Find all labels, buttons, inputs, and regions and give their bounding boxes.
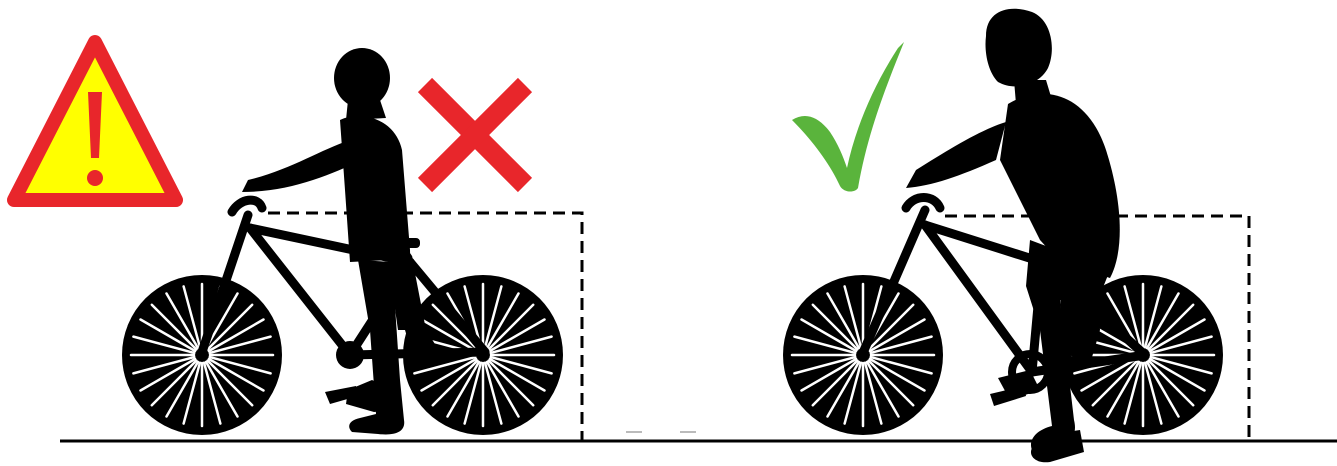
wheel-spoke [843, 361, 863, 425]
bike-left [122, 195, 563, 435]
wheel-spoke [1123, 361, 1143, 425]
wheel-spoke [826, 360, 861, 418]
wheel-spoke [207, 357, 265, 392]
wheel-spoke [1080, 357, 1138, 392]
height-guide-right [945, 214, 1251, 441]
wheel-spoke [1147, 303, 1195, 351]
wheel-spoke [165, 292, 200, 350]
wheel-spoke [800, 357, 858, 392]
wheel-spoke [487, 359, 535, 407]
wheel-spoke [208, 355, 272, 375]
child-riding-silhouette [906, 8, 1120, 463]
wheel-spoke [431, 359, 479, 407]
wheel-spoke [868, 318, 926, 353]
wheel-spoke [446, 360, 481, 418]
wheel-spoke [869, 355, 933, 375]
wheel-spoke [863, 361, 883, 425]
cross-icon [417, 77, 533, 193]
wheel-spoke [431, 303, 479, 351]
check-icon [792, 42, 904, 192]
child-standing-silhouette [242, 48, 440, 435]
wheel-spoke [420, 318, 478, 353]
wheel-spoke [483, 361, 503, 425]
wheel-spoke [811, 303, 859, 351]
wheel-spoke [488, 318, 546, 353]
wheel-spoke [487, 303, 535, 351]
wheel-spoke [826, 292, 861, 350]
wheel-spoke [843, 285, 863, 349]
bike-right [783, 193, 1223, 435]
wheel-spoke [182, 361, 202, 425]
wheel-spoke [483, 285, 503, 349]
wheel-spoke [139, 357, 197, 392]
wheel-spoke [488, 357, 546, 392]
wheel-spoke [485, 360, 520, 418]
wheel-spoke [1149, 355, 1213, 375]
wheel-spoke [206, 359, 254, 407]
wheel-spoke [182, 285, 202, 349]
wheel-spoke [207, 318, 265, 353]
wheel-spoke [1149, 335, 1213, 355]
wheel-spoke [204, 360, 239, 418]
wheel-spoke [800, 318, 858, 353]
wheel-spoke [865, 360, 900, 418]
wheel-spoke [165, 360, 200, 418]
wheel-spoke [1143, 285, 1163, 349]
warning-icon [7, 35, 183, 207]
wheel-spoke [1147, 359, 1195, 407]
height-guide-left [268, 211, 584, 441]
wheel-spoke [204, 292, 239, 350]
wheel-spoke [420, 357, 478, 392]
wheel-spoke [132, 355, 196, 375]
wheel-spoke [1148, 357, 1206, 392]
wheel-spoke [150, 303, 198, 351]
wheel-spoke [139, 318, 197, 353]
wheel-spoke [811, 359, 859, 407]
wheel-spoke [485, 292, 520, 350]
wheel-spoke [867, 303, 915, 351]
wheel-spoke [1143, 361, 1163, 425]
wheel-spoke [463, 361, 483, 425]
wheel-spoke [206, 303, 254, 351]
chainring-left [336, 341, 364, 369]
wheel-spoke [208, 335, 272, 355]
wheel-spoke [489, 355, 553, 375]
wheel-spoke [132, 335, 196, 355]
wheel-spoke [1091, 359, 1139, 407]
wheel-spoke [793, 355, 857, 375]
wheel-spoke [150, 359, 198, 407]
wheel-spoke [1106, 360, 1141, 418]
wheel-spoke [793, 335, 857, 355]
wheel-spoke [869, 335, 933, 355]
wheel-spoke [1145, 292, 1180, 350]
wheel-spoke [202, 361, 222, 425]
wheel-spoke [867, 359, 915, 407]
wheel-spoke [413, 355, 477, 375]
wheel-spoke [1123, 285, 1143, 349]
wheel-spoke [1145, 360, 1180, 418]
wheel-spoke [868, 357, 926, 392]
wheel-spoke [1148, 318, 1206, 353]
wheel-spoke [489, 335, 553, 355]
